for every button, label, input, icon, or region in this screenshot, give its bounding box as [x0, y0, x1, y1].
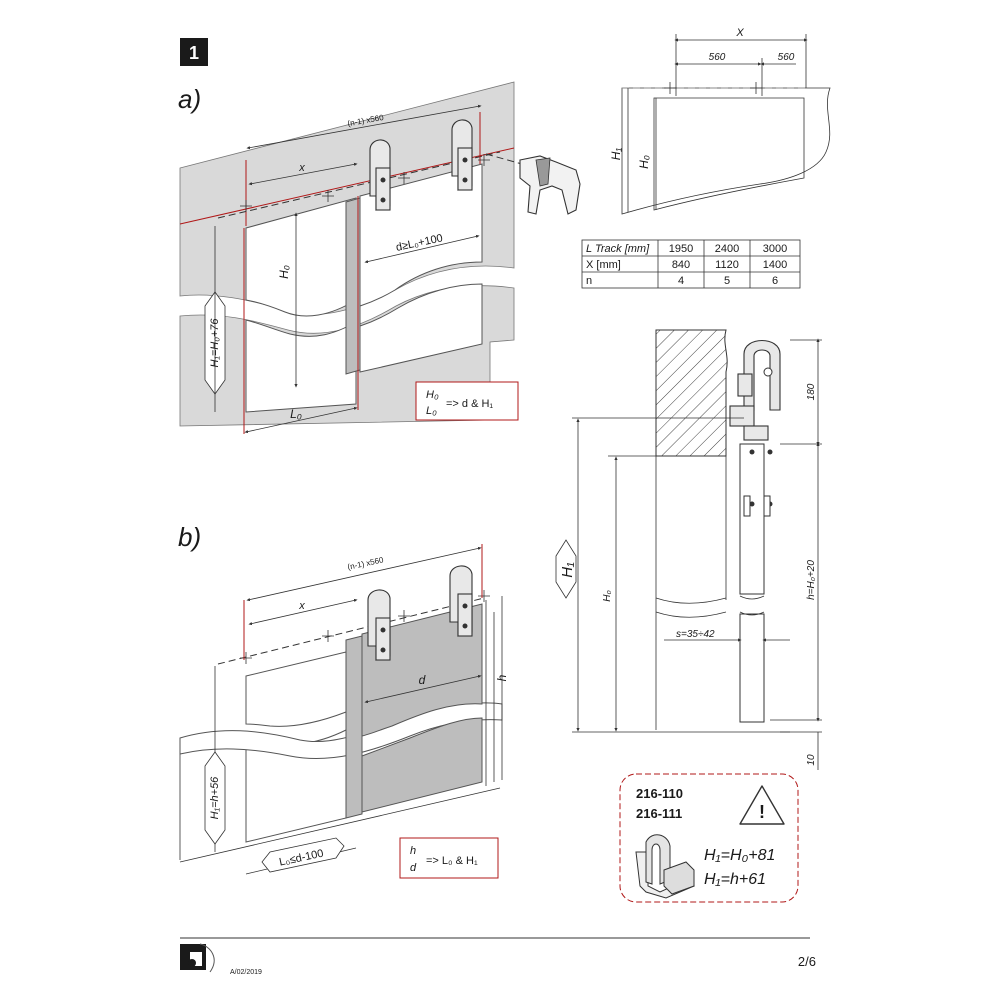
formula-b-line2: d: [410, 862, 417, 874]
formula-a-line2: L₀: [426, 405, 437, 417]
dim-top-560-right: 560: [778, 52, 795, 63]
dim-side-180: 180: [806, 383, 817, 400]
hanger-a-right: [451, 119, 473, 191]
dim-a-h0: H₀: [277, 265, 291, 279]
table-row0-c3: 1400: [763, 259, 787, 271]
warning-formula1: H₁=H₀+81: [704, 847, 775, 864]
dim-top-x: X: [735, 27, 744, 39]
table-row1-c1: 4: [678, 275, 684, 287]
table-header-3: 3000: [763, 243, 787, 255]
dim-a-h1: H₁=H₀+76: [209, 318, 221, 368]
side-detail-drawing: 180 h=H₀+20 10 H₁ H₀ s=35÷42: [555, 329, 822, 770]
warning-code2: 216-111: [636, 806, 682, 821]
svg-text:!: !: [759, 802, 765, 822]
hanger-bracket-icon: [635, 834, 695, 899]
formula-a-line1: H₀: [426, 389, 439, 401]
dim-top-560-left: 560: [709, 52, 726, 63]
section-a-drawing: (n-1) x560 x d≥L₀+100 H₀ H₁=H₀+76 L₀: [179, 81, 581, 434]
dim-top-h1: H₁: [609, 148, 623, 161]
dim-side-h: h=H₀+20: [806, 560, 817, 600]
dim-side-s: s=35÷42: [676, 629, 715, 640]
formula-a-result: => d & H₁: [446, 398, 493, 410]
table-header-2: 2400: [715, 243, 739, 255]
table-row1-label: n: [586, 275, 592, 287]
hanger-b-right: [449, 565, 473, 637]
table-header-0: L Track [mm]: [586, 243, 650, 255]
dim-b-n-spacing: (n-1) x560: [347, 555, 385, 571]
dim-b-h1: H₁=h+56: [209, 776, 221, 819]
warning-formula2: H₁=h+61: [704, 871, 766, 888]
warning-code1: 216-110: [636, 786, 683, 801]
track-dashed-line-a: [217, 151, 501, 219]
table-row1-c2: 5: [724, 275, 730, 287]
hanger-a-left: [369, 139, 391, 211]
footer-date: A/02/2019: [230, 969, 262, 976]
dim-b-d: d: [419, 673, 426, 687]
dim-b-h: h: [495, 674, 509, 681]
table-row1-c3: 6: [772, 275, 778, 287]
dim-side-h0: H₀: [602, 590, 613, 601]
table-row0-c2: 1120: [715, 259, 739, 271]
drill-icon: [485, 153, 581, 215]
formula-box-a: [415, 381, 519, 421]
warning-triangle-icon: !: [739, 785, 785, 825]
step-number: 1: [189, 43, 199, 63]
hanger-b-left: [367, 589, 391, 661]
dim-side-h1: H₁: [559, 562, 576, 578]
table-header-1: 1950: [669, 243, 693, 255]
step-badge: 1: [180, 38, 208, 66]
top-detail-drawing: X 560 560 H₁ H₀: [609, 27, 831, 215]
formula-box-b: [399, 837, 499, 879]
dim-a-l0: L₀: [290, 407, 302, 421]
section-a-label: a): [178, 84, 201, 114]
footer-page: 2/6: [798, 954, 816, 969]
dim-side-10: 10: [806, 754, 817, 766]
formula-b-line1: h: [410, 845, 416, 857]
table-row0-label: X [mm]: [586, 259, 621, 271]
dim-top-h0: H₀: [637, 155, 651, 169]
dim-b-x: x: [298, 600, 305, 612]
track-table: L Track [mm] 1950 2400 3000 X [mm] 840 1…: [581, 239, 801, 289]
door-leaf-a-lower: [359, 283, 483, 373]
section-b-drawing: (n-1) x560 x d h H₁=h+56 L₀≤d-100: [179, 544, 509, 879]
formula-b-result: => L₀ & H₁: [426, 855, 478, 867]
company-logo-icon: [180, 943, 215, 973]
warning-box: 216-110 216-111 ! H₁=H₀+81 H₁=h+61: [619, 773, 799, 903]
section-b-label: b): [178, 522, 201, 552]
table-row0-c1: 840: [672, 259, 690, 271]
dim-a-x: x: [298, 162, 305, 174]
